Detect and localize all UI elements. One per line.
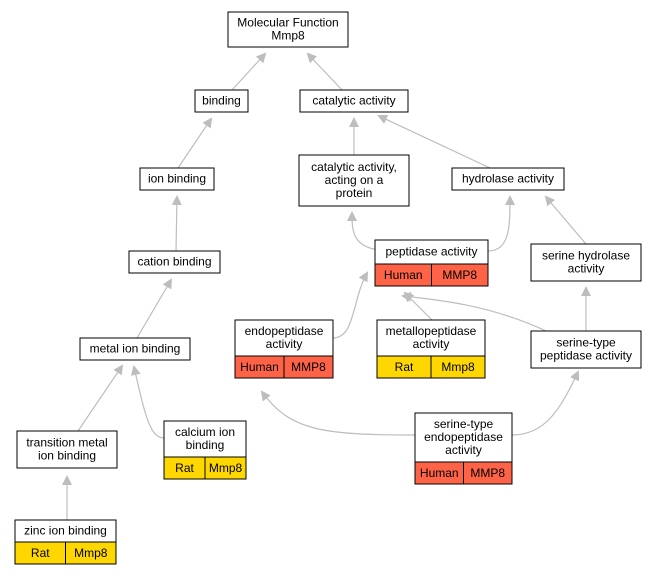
node-box	[227, 11, 349, 48]
gene-cell	[283, 355, 334, 379]
node-label-line: endopeptidase	[424, 430, 503, 444]
edge-ion-binding-to-binding	[177, 117, 213, 169]
gene-cell	[463, 461, 513, 485]
node-label-line: acting on a	[325, 173, 384, 187]
edge-serine-hydrolase-to-hydrolase	[544, 195, 587, 245]
node-label-line: binding	[202, 94, 241, 108]
gene-label: MMP8	[291, 360, 326, 374]
edge-endopeptidase-to-peptidase	[332, 271, 368, 339]
node-box	[530, 330, 642, 369]
gene-cell	[431, 263, 489, 287]
node-label-line: activity	[445, 443, 482, 457]
node-label-line: activity	[266, 337, 303, 351]
gene-cell	[204, 456, 247, 480]
node-label-line: activity	[568, 262, 605, 276]
species-label: Rat	[395, 360, 414, 374]
node-box	[128, 250, 221, 274]
node-metal-ion-binding[interactable]: metal ion binding	[79, 337, 191, 361]
edge-transition-metal-to-metal-ion	[77, 364, 124, 432]
node-box	[298, 154, 410, 207]
node-box	[79, 337, 191, 361]
node-label-line: catalytic activity	[312, 94, 395, 108]
gene-label: Mmp8	[74, 546, 108, 560]
node-label-line: endopeptidase	[245, 324, 324, 338]
node-label-line: binding	[186, 438, 225, 452]
node-binding[interactable]: binding	[194, 89, 249, 113]
node-box	[299, 89, 409, 113]
node-label-line: calcium ion	[175, 425, 235, 439]
node-ion-binding[interactable]: ion binding	[139, 167, 215, 191]
edge-binding-to-molecular-function	[231, 52, 267, 91]
species-label: Rat	[175, 461, 194, 475]
gene-label: MMP8	[470, 466, 505, 480]
gene-label: Mmp8	[209, 461, 243, 475]
gene-cell	[430, 355, 486, 379]
node-box	[530, 243, 642, 282]
edge-serine-endo-to-serine-type	[511, 370, 580, 436]
gene-label: Mmp8	[441, 360, 475, 374]
species-label: Rat	[31, 546, 50, 560]
edge-serine-type-to-peptidase	[401, 291, 547, 332]
edge-catalytic-to-molecular-function	[306, 52, 343, 91]
edge-peptidase-to-hydrolase	[487, 195, 515, 252]
node-label-line: Mmp8	[271, 29, 305, 43]
node-box	[139, 167, 215, 191]
node-label-line: peptidase activity	[540, 349, 632, 363]
node-label-line: Molecular Function	[237, 16, 338, 30]
node-box	[16, 430, 118, 469]
node-label-line: metal ion binding	[90, 342, 181, 356]
node-cation-binding[interactable]: cation binding	[128, 250, 221, 274]
species-label: Human	[384, 268, 423, 282]
species-label: Human	[240, 360, 279, 374]
gene-label: MMP8	[442, 268, 477, 282]
node-label-line: ion binding	[148, 172, 206, 186]
node-label-line: cation binding	[137, 255, 211, 269]
gene-cell	[65, 541, 117, 565]
node-label-line: catalytic activity,	[311, 160, 397, 174]
species-label: Human	[420, 466, 459, 480]
node-label-line: protein	[336, 186, 373, 200]
node-label-line: transition metal	[26, 436, 107, 450]
node-box	[451, 167, 565, 191]
node-label-line: peptidase activity	[385, 245, 477, 259]
node-hydrolase-activity[interactable]: hydrolase activity	[451, 167, 565, 191]
edge-cation-to-ion-binding	[171, 195, 182, 252]
edge-layer	[62, 52, 591, 520]
node-label-line: metallopeptidase	[386, 324, 477, 338]
edge-calcium-to-metal-ion	[130, 365, 165, 439]
edge-serine-endo-to-endopeptidase	[260, 390, 416, 436]
node-label-line: serine hydrolase	[542, 249, 630, 263]
edge-hydrolase-to-catalytic	[377, 114, 491, 169]
node-box	[194, 89, 249, 113]
node-label-line: activity	[413, 337, 450, 351]
node-label-line: ion binding	[38, 449, 96, 463]
node-label-line: zinc ion binding	[24, 524, 107, 538]
node-label-line: hydrolase activity	[462, 172, 554, 186]
edge-metal-ion-to-cation	[136, 278, 173, 339]
node-label-line: serine-type	[434, 417, 494, 431]
node-catalytic-activity[interactable]: catalytic activity	[299, 89, 409, 113]
node-label-line: serine-type	[556, 336, 616, 350]
